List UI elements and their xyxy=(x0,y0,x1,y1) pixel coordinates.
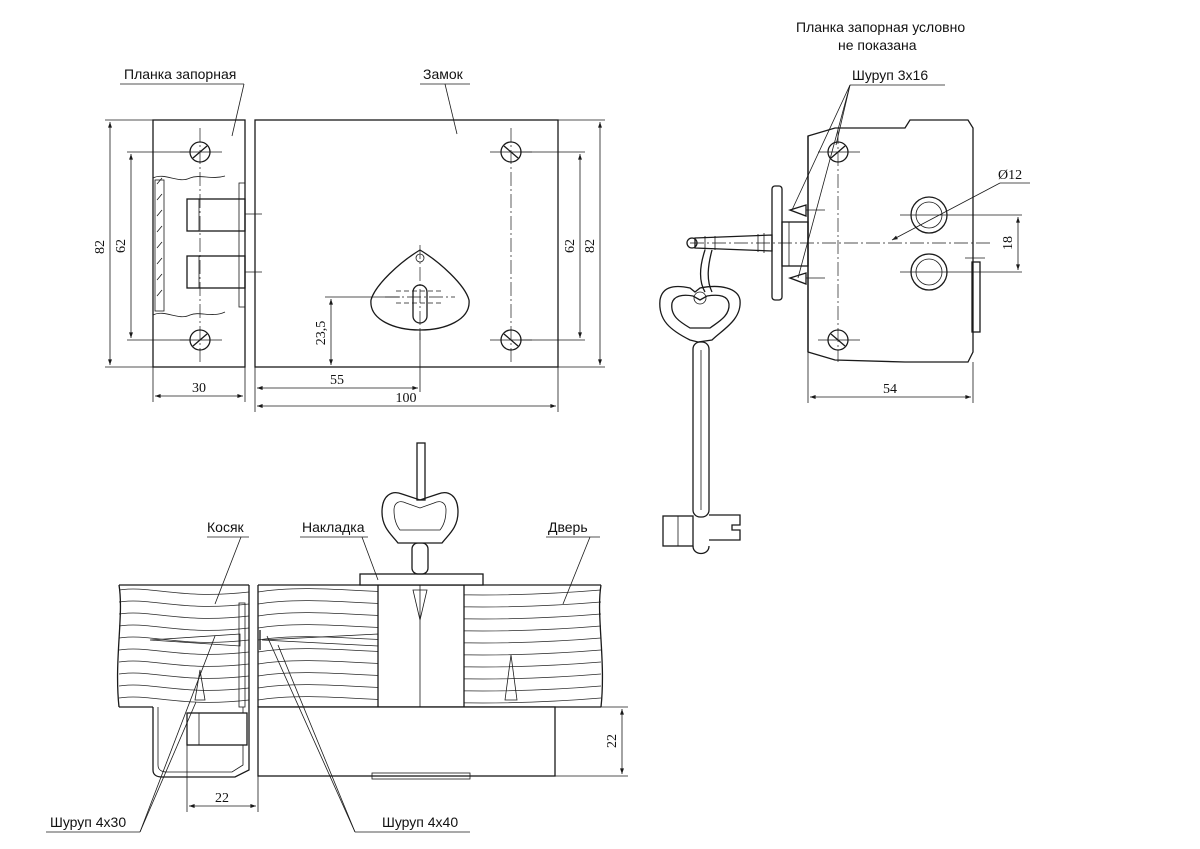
jamb-label: Косяк xyxy=(207,519,245,535)
lock-side-view: 18 Ø12 Планка запорная xyxy=(659,19,1030,555)
dim-plate-height: 82 xyxy=(93,240,108,254)
strike-note-line2: не показана xyxy=(838,37,917,53)
screw-4x30-label: Шуруп 4х30 xyxy=(50,814,126,830)
lock-front-view: Замок 62 82 23,5 55 100 xyxy=(254,66,605,412)
dim-plate-holes: 62 xyxy=(114,239,129,253)
strike-plate-front-view: Планка запорная 82 62 30 xyxy=(93,66,262,402)
screw-3x16-label: Шуруп 3х16 xyxy=(852,67,928,83)
dim-plan-depth: 22 xyxy=(605,734,620,748)
door-label: Дверь xyxy=(548,519,588,535)
screw-4x40-label: Шуруп 4х40 xyxy=(382,814,458,830)
dim-side-depth: 54 xyxy=(883,382,897,397)
lock-label: Замок xyxy=(423,66,464,82)
dim-cylinder-dia: Ø12 xyxy=(998,168,1022,183)
plan-section-view: Косяк Накладка Дверь 22 22 Шуруп 4х30 Шу… xyxy=(46,442,628,833)
strike-note-line1: Планка запорная условно xyxy=(796,19,965,35)
dim-plan-plate: 22 xyxy=(215,791,229,806)
dim-keyhole-height: 23,5 xyxy=(314,321,329,346)
dim-lock-holes: 62 xyxy=(563,239,578,253)
dim-cylinder-spacing: 18 xyxy=(1001,236,1016,250)
dim-lock-height: 82 xyxy=(583,239,598,253)
dim-lock-width: 100 xyxy=(396,391,417,406)
strike-plate-label: Планка запорная xyxy=(124,66,236,82)
dim-keyhole-offset: 55 xyxy=(330,373,344,388)
dim-plate-width: 30 xyxy=(192,381,206,396)
overlay-label: Накладка xyxy=(302,519,365,535)
